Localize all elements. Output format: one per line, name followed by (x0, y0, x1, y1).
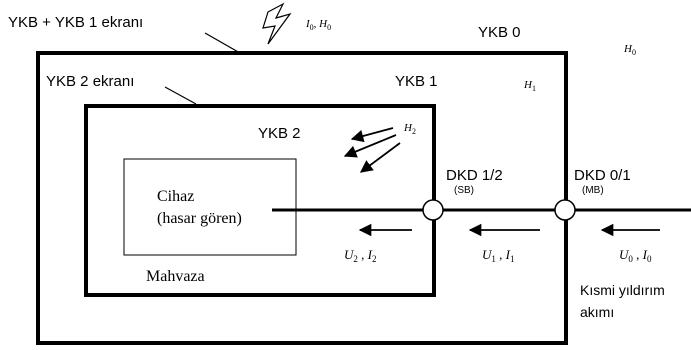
lpz1-boundary (36, 51, 568, 345)
h0-outer-label: H0 (623, 43, 636, 57)
spd-0-1-label: DKD 0/1 (574, 167, 631, 184)
h2-label: H2 (403, 122, 416, 136)
u2-i2-label: U2 , I2 (344, 247, 376, 264)
partial-current-label-line1: Kısmi yıldırım (580, 282, 665, 298)
lpz0-label: YKB 0 (478, 24, 521, 41)
spd-0-1-symbol (554, 199, 576, 221)
field-arrow-1 (350, 127, 394, 143)
lpz1-label: YKB 1 (395, 73, 438, 90)
lpz0-shield-leader (204, 32, 241, 54)
lightning-current-label: I0, H0 (305, 18, 331, 32)
lpz2-shield-label: YKB 2 ekranı (46, 73, 134, 90)
spd-1-2-label: DKD 1/2 (446, 167, 503, 184)
room-label: Mahvaza (146, 268, 205, 285)
device-box (123, 158, 297, 256)
device-label-line1: Cihaz (157, 188, 194, 205)
partial-current-label-line2: akımı (580, 304, 614, 320)
field-arrow-2 (343, 134, 397, 158)
lpz0-shield-label: YKB + YKB 1 ekranı (8, 14, 143, 31)
field-arrow-3 (359, 142, 401, 173)
device-label-line2: (hasar gören) (157, 210, 242, 227)
u0-i0-label: U0 , I0 (619, 247, 652, 264)
h1-label: H1 (523, 79, 536, 93)
u1-i1-label: U1 , I1 (482, 247, 514, 264)
lightning-bolt-icon (262, 2, 292, 45)
lpz2-label: YKB 2 (258, 125, 301, 142)
spd-1-2-sublabel: (SB) (454, 185, 474, 196)
lpz2-shield-leader (164, 86, 197, 105)
spd-0-1-sublabel: (MB) (582, 185, 604, 196)
spd-1-2-symbol (422, 199, 444, 221)
